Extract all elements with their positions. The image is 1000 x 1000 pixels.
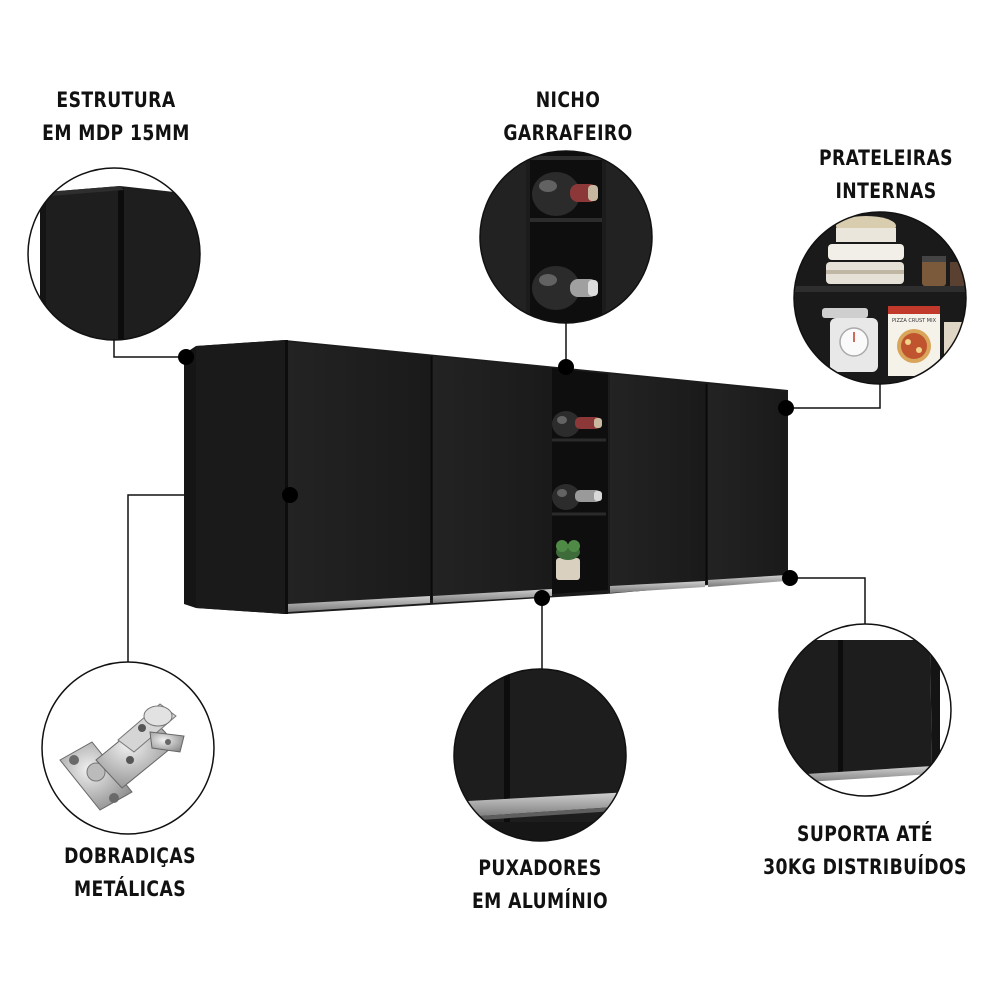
cabinet-door-2 <box>433 356 552 600</box>
aluminium-handle-3 <box>610 581 705 593</box>
dobradicas-line-1: DOBRADIÇAS <box>64 844 196 868</box>
pizza-box-label: PIZZA CRUST MIX <box>892 318 937 324</box>
dobradicas-line-2: METÁLICAS <box>73 877 187 901</box>
callout-dot-nicho <box>558 359 574 375</box>
cabinet-corner-detail-icon <box>27 167 201 341</box>
cabinet-door-3 <box>610 374 705 590</box>
cabinet-door-1 <box>288 342 430 610</box>
cabinet-door-4 <box>708 384 786 584</box>
suporta-line-1: SUPORTA ATÉ <box>797 822 933 846</box>
wine-niche-detail-icon <box>479 150 653 324</box>
puxadores-line-2: EM ALUMÍNIO <box>471 889 609 913</box>
callout-dot-estrutura <box>178 349 194 365</box>
callout-dot-prateleiras <box>778 400 794 416</box>
callout-dots <box>178 349 798 606</box>
wine-bottle-1 <box>552 411 602 437</box>
suporta-line-2: 30KG DISTRIBUÍDOS <box>763 855 967 879</box>
callout-dot-dobradicas <box>282 487 298 503</box>
prateleiras-line-2: INTERNAS <box>835 179 937 203</box>
internal-shelves-detail-icon: PIZZA CRUST MIX <box>793 211 967 385</box>
callout-label-prateleiras: PRATELEIRAS INTERNAS <box>804 142 968 208</box>
callout-label-nicho: NICHO GARRAFEIRO <box>486 84 650 150</box>
cabinet-side-panel <box>184 346 196 608</box>
callout-label-dobradicas: DOBRADIÇAS METÁLICAS <box>48 840 212 906</box>
puxadores-line-1: PUXADORES <box>478 856 602 880</box>
callout-label-puxadores: PUXADORES EM ALUMÍNIO <box>458 852 622 918</box>
estrutura-line-2: EM MDP 15MM <box>42 121 190 145</box>
callout-label-suporta: SUPORTA ATÉ 30KG DISTRIBUÍDOS <box>763 818 968 884</box>
aluminium-handle-detail-icon <box>453 668 627 842</box>
wine-bottle-detail-2 <box>532 266 598 310</box>
callout-dot-puxadores <box>534 590 550 606</box>
cabinet-bottom-detail-icon <box>778 623 952 797</box>
wine-bottle-2 <box>552 484 602 510</box>
callout-line-suporta <box>790 577 866 624</box>
aluminium-handle-4 <box>708 575 786 587</box>
prateleiras-line-1: PRATELEIRAS <box>818 146 954 170</box>
nicho-line-1: NICHO <box>535 88 601 112</box>
nicho-line-2: GARRAFEIRO <box>503 121 633 145</box>
aluminium-handle-1 <box>288 596 430 612</box>
wall-cabinet <box>184 340 788 614</box>
callout-line-prateleiras <box>786 384 881 409</box>
estrutura-line-1: ESTRUTURA <box>56 88 176 112</box>
callout-label-estrutura: ESTRUTURA EM MDP 15MM <box>21 84 211 150</box>
potted-plant <box>556 540 580 580</box>
aluminium-handle-2 <box>433 589 552 603</box>
callout-dot-suporta <box>782 570 798 586</box>
wine-bottle-detail-1 <box>532 172 598 216</box>
metal-hinge-icon <box>41 661 215 835</box>
cabinet-left-panel <box>196 340 285 614</box>
